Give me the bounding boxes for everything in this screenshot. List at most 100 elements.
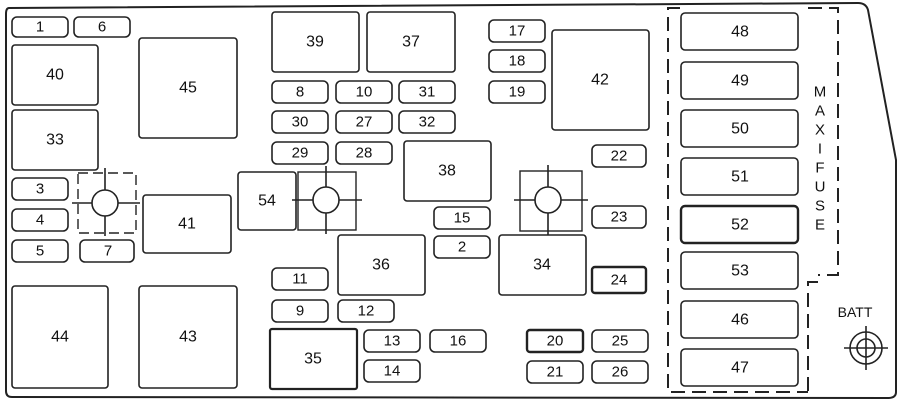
fuse-slot-12: 12	[337, 299, 395, 323]
maxifuse-letter: M	[814, 84, 827, 101]
maxifuse-letter: E	[815, 217, 825, 234]
svg-text:50: 50	[731, 121, 749, 138]
svg-text:51: 51	[731, 169, 749, 186]
svg-text:26: 26	[612, 364, 629, 381]
battery-terminal-icon	[844, 326, 888, 370]
maxifuse-slot-47: 47	[680, 348, 799, 387]
svg-text:3: 3	[36, 181, 44, 198]
fuse-slot-2: 2	[433, 235, 491, 259]
svg-text:8: 8	[296, 84, 304, 101]
relay-slot-45: 45	[138, 37, 238, 139]
svg-text:54: 54	[258, 193, 276, 210]
fuse-slot-7: 7	[79, 239, 135, 263]
mounting-bolt-left	[72, 168, 140, 236]
maxifuse-letter: A	[815, 103, 825, 120]
svg-text:22: 22	[611, 148, 628, 165]
svg-text:1: 1	[36, 19, 44, 36]
svg-text:4: 4	[36, 212, 44, 229]
fuse-slot-20: 20	[525, 328, 585, 354]
relay-slot-34: 34	[498, 234, 587, 296]
svg-text:34: 34	[533, 257, 551, 274]
svg-text:37: 37	[402, 34, 420, 51]
maxifuse-letter: X	[815, 122, 825, 139]
maxifuse-letter: U	[815, 179, 826, 196]
fuse-slot-25: 25	[591, 329, 649, 353]
fuse-slot-13: 13	[363, 329, 421, 353]
svg-text:40: 40	[46, 67, 64, 84]
maxifuse-slot-52: 52	[679, 204, 800, 245]
relay-slot-40: 40	[11, 44, 99, 106]
fuse-slot-31: 31	[398, 80, 456, 104]
svg-text:13: 13	[384, 333, 401, 350]
svg-text:27: 27	[356, 114, 373, 131]
maxifuse-letter: S	[815, 198, 825, 215]
fuse-slot-4: 4	[11, 208, 69, 232]
svg-text:23: 23	[611, 209, 628, 226]
relay-slot-38: 38	[403, 140, 492, 202]
fuse-slot-15: 15	[433, 206, 491, 230]
fuse-slot-11: 11	[271, 267, 329, 291]
fuse-slot-5: 5	[11, 239, 69, 263]
fuse-slot-6: 6	[73, 16, 131, 38]
svg-text:5: 5	[36, 243, 44, 260]
svg-text:36: 36	[372, 257, 390, 274]
relay-slot-35: 35	[268, 327, 359, 391]
svg-text:7: 7	[104, 243, 112, 260]
svg-text:49: 49	[731, 73, 749, 90]
svg-text:15: 15	[454, 210, 471, 227]
svg-text:25: 25	[612, 333, 629, 350]
fuse-slot-27: 27	[335, 110, 393, 134]
maxifuse-slot-46: 46	[680, 300, 799, 339]
svg-text:30: 30	[292, 114, 309, 131]
svg-text:19: 19	[509, 84, 526, 101]
svg-text:33: 33	[46, 132, 64, 149]
relay-slot-54: 54	[237, 171, 297, 231]
fuse-box-outline	[5, 1, 897, 400]
svg-text:44: 44	[51, 329, 69, 346]
fuse-slot-32: 32	[398, 110, 456, 134]
svg-text:31: 31	[419, 84, 436, 101]
fuse-slot-3: 3	[11, 177, 69, 201]
svg-text:29: 29	[292, 145, 309, 162]
svg-text:24: 24	[611, 272, 628, 289]
fuse-slot-16: 16	[429, 329, 487, 353]
svg-text:42: 42	[591, 72, 609, 89]
fuse-slot-8: 8	[271, 80, 329, 104]
svg-text:38: 38	[438, 163, 456, 180]
svg-text:43: 43	[179, 329, 197, 346]
fuse-slot-21: 21	[526, 360, 584, 384]
svg-text:11: 11	[292, 271, 308, 288]
svg-text:47: 47	[731, 360, 749, 377]
svg-text:52: 52	[731, 217, 749, 234]
svg-text:48: 48	[731, 24, 749, 41]
svg-text:46: 46	[731, 312, 749, 329]
fuse-slot-29: 29	[271, 141, 329, 165]
fuse-slot-26: 26	[591, 360, 649, 384]
svg-text:39: 39	[306, 34, 324, 51]
svg-text:28: 28	[356, 145, 373, 162]
fuse-slot-24: 24	[590, 265, 648, 295]
fuse-slot-19: 19	[488, 80, 546, 104]
relay-slot-39: 39	[271, 11, 360, 73]
svg-text:45: 45	[179, 80, 197, 97]
fuse-slot-23: 23	[591, 205, 647, 229]
fuse-slot-9: 9	[271, 299, 329, 323]
svg-text:20: 20	[547, 333, 564, 350]
svg-text:10: 10	[356, 84, 373, 101]
svg-text:53: 53	[731, 263, 749, 280]
fuse-slot-22: 22	[591, 144, 647, 168]
relay-slot-36: 36	[337, 234, 426, 296]
svg-text:41: 41	[178, 216, 196, 233]
relay-slot-33: 33	[11, 109, 99, 171]
fuse-slot-30: 30	[271, 110, 329, 134]
batt-label: BATT	[838, 304, 873, 320]
fuse-slot-18: 18	[488, 49, 546, 73]
svg-text:17: 17	[509, 23, 526, 40]
relay-slot-41: 41	[142, 194, 232, 254]
maxifuse-slot-51: 51	[680, 157, 799, 196]
fuse-slot-1: 1	[11, 16, 69, 38]
fuse-slot-17: 17	[488, 19, 546, 43]
svg-text:16: 16	[450, 333, 467, 350]
